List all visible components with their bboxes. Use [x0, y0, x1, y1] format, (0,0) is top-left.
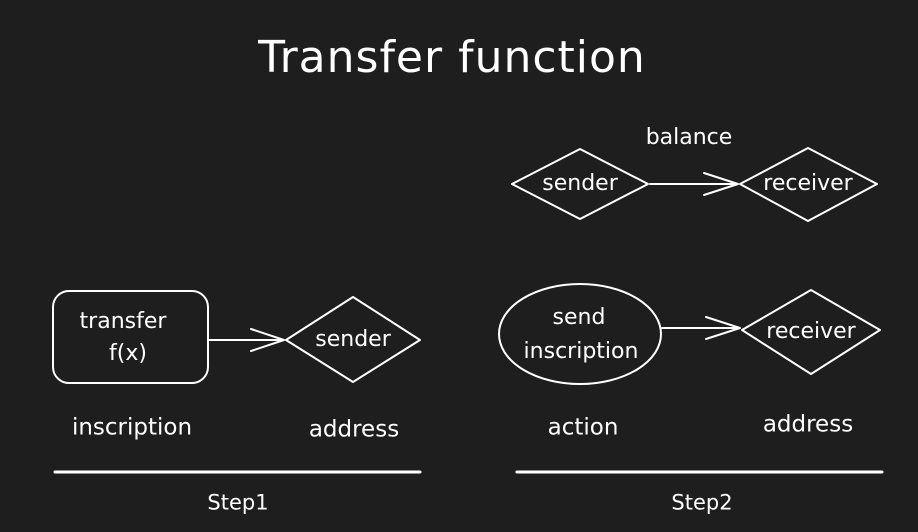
receiver-node-label-bottom: receiver	[766, 318, 856, 344]
step2-label: Step2	[671, 490, 733, 515]
sender-node-label-top: sender	[542, 170, 618, 196]
receiver-node-label-top: receiver	[763, 170, 853, 196]
transfer-function-box	[52, 290, 209, 384]
sender-diamond-bottom	[285, 296, 421, 383]
caption-address-step2: address	[762, 411, 854, 438]
step2-arrow	[661, 316, 741, 340]
sender-diamond-top	[511, 148, 649, 220]
transfer-label: transfer	[79, 308, 167, 334]
send-inscription-circle	[498, 283, 662, 385]
step1-arrow	[208, 328, 285, 352]
caption-address-step1: address	[308, 416, 400, 443]
send-label: send	[552, 304, 606, 330]
sender-node-label-bottom: sender	[315, 326, 391, 352]
step1-label: Step1	[207, 490, 269, 515]
balance-label: balance	[645, 124, 733, 150]
balance-arrow	[649, 172, 739, 196]
caption-inscription: inscription	[71, 414, 193, 441]
caption-action: action	[547, 414, 619, 441]
fx-label: f(x)	[109, 340, 147, 366]
receiver-diamond-top	[739, 147, 878, 222]
receiver-diamond-bottom	[741, 289, 881, 375]
inscription-label: inscription	[523, 338, 639, 364]
page-title: Transfer function	[258, 31, 646, 83]
